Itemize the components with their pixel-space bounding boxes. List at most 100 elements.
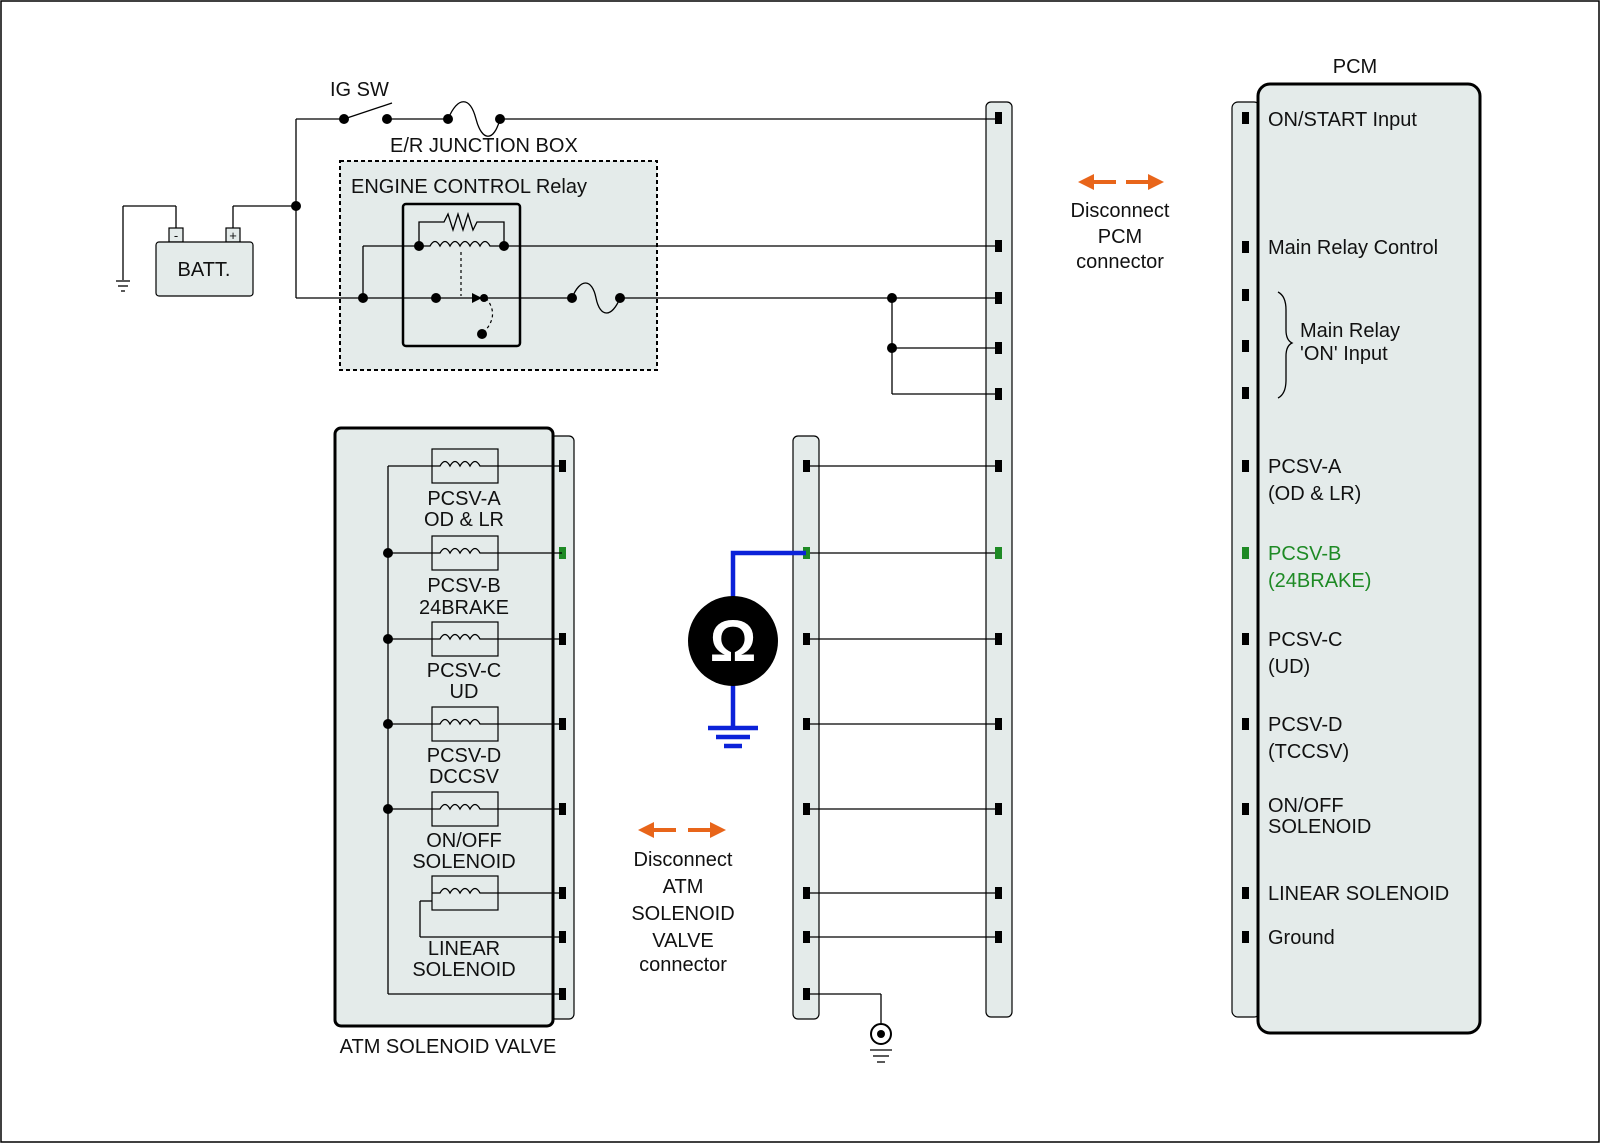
junction-box bbox=[339, 160, 658, 371]
harness-pin bbox=[995, 342, 1002, 354]
disconnect-atm-label-2: ATM bbox=[663, 876, 704, 898]
pcm-pin bbox=[1242, 387, 1249, 399]
atm-pin bbox=[559, 460, 566, 472]
atm-pin bbox=[559, 633, 566, 645]
harness-pin-highlighted bbox=[995, 547, 1002, 559]
solenoid-label-line1: LINEAR bbox=[428, 938, 500, 960]
pcm-label-pcsv-a-2: (OD & LR) bbox=[1268, 483, 1361, 505]
atm-pin bbox=[559, 718, 566, 730]
pcm-label-pcsv-b-1: PCSV-B bbox=[1268, 543, 1341, 565]
disconnect-pcm-label-3: connector bbox=[1076, 251, 1164, 273]
ohmmeter-icon bbox=[688, 596, 778, 686]
pcm-connector-strip bbox=[1231, 101, 1261, 1018]
disconnect-pcm-label-2: PCM bbox=[1098, 226, 1142, 248]
solenoid-label-line2: 24BRAKE bbox=[419, 597, 509, 619]
solenoid-coils: PCSV-AOD & LRPCSV-B24BRAKEPCSV-CUDPCSV-D… bbox=[383, 448, 562, 981]
pcm-pin bbox=[1242, 887, 1249, 899]
junction-node bbox=[887, 293, 897, 303]
harness-pin bbox=[803, 931, 810, 943]
fuse-icon bbox=[571, 282, 621, 314]
junction-node bbox=[383, 719, 393, 729]
pcm-harness-pins bbox=[995, 112, 1002, 943]
pcm-pin bbox=[1242, 289, 1249, 301]
harness-pin bbox=[995, 887, 1002, 899]
pcm-pins bbox=[1242, 112, 1249, 943]
harness-pin bbox=[995, 240, 1002, 252]
pcm-pin bbox=[1242, 718, 1249, 730]
harness-pin bbox=[803, 887, 810, 899]
solenoid-label-line2: DCCSV bbox=[429, 766, 500, 788]
meter-lead-positive bbox=[730, 550, 806, 602]
pcm-label-onoff-1: ON/OFF bbox=[1268, 795, 1344, 817]
relay-label: ENGINE CONTROL Relay bbox=[351, 176, 587, 198]
harness-pin bbox=[995, 112, 1002, 124]
battery: - + BATT. bbox=[116, 205, 254, 297]
harness-pin bbox=[995, 292, 1002, 304]
harness-pin bbox=[803, 633, 810, 645]
coil-icon bbox=[432, 803, 498, 811]
harness-wires bbox=[806, 465, 998, 1024]
solenoid-label-line1: PCSV-C bbox=[427, 660, 501, 682]
disconnect-atm-arrows bbox=[638, 822, 726, 838]
relay-switch-node bbox=[477, 329, 487, 339]
pcm-pin-highlighted bbox=[1242, 547, 1249, 559]
ohmmeter-symbol: Ω bbox=[710, 609, 757, 674]
pcm-label-pcsv-c-1: PCSV-C bbox=[1268, 629, 1342, 651]
disconnect-atm-label-4: VALVE bbox=[652, 930, 714, 952]
junction-box-label: E/R JUNCTION BOX bbox=[390, 135, 578, 157]
pcm-label-on-start: ON/START Input bbox=[1268, 109, 1417, 131]
coil-icon bbox=[432, 460, 498, 468]
pcm-label-main-relay-on-1: Main Relay bbox=[1300, 320, 1400, 342]
pcm-pin bbox=[1242, 803, 1249, 815]
pcm-pin bbox=[1242, 241, 1249, 253]
solenoid-label-line1: PCSV-D bbox=[427, 745, 501, 767]
coil-icon bbox=[432, 718, 498, 726]
pcm-pin bbox=[1242, 633, 1249, 645]
harness-pin bbox=[995, 388, 1002, 400]
harness-pin-highlighted bbox=[803, 547, 810, 559]
solenoid-label-line1: PCSV-B bbox=[427, 575, 500, 597]
solenoid-label-line2: SOLENOID bbox=[412, 959, 515, 981]
harness-pin bbox=[803, 988, 810, 1000]
harness-pin bbox=[995, 633, 1002, 645]
pcm-label-pcsv-d-1: PCSV-D bbox=[1268, 714, 1342, 736]
harness-pin bbox=[803, 803, 810, 815]
pcm-label-pcsv-d-2: (TCCSV) bbox=[1268, 741, 1349, 763]
pcm-module bbox=[1256, 82, 1482, 1035]
battery-label: BATT. bbox=[178, 259, 231, 281]
chassis-ground-icon bbox=[870, 1023, 892, 1063]
pcm-label-pcsv-b-2: (24BRAKE) bbox=[1268, 570, 1371, 592]
pcm-pin bbox=[1242, 112, 1249, 124]
disconnect-atm-label-5: connector bbox=[639, 954, 727, 976]
atm-pin bbox=[559, 931, 566, 943]
ig-switch-label: IG SW bbox=[330, 79, 389, 101]
battery-minus-sign: - bbox=[174, 228, 178, 243]
battery-body bbox=[155, 241, 254, 297]
disconnect-pcm-arrows bbox=[1078, 174, 1164, 190]
solenoid-label-line2: UD bbox=[450, 681, 479, 703]
relay-coil-icon bbox=[419, 240, 504, 248]
resistor-icon bbox=[418, 211, 505, 246]
ig-switch-blade bbox=[343, 102, 393, 120]
ground-icon bbox=[708, 725, 758, 749]
atm-pins bbox=[559, 460, 566, 1000]
battery-plus-sign: + bbox=[229, 228, 237, 243]
pcm-pin bbox=[1242, 460, 1249, 472]
harness-pin bbox=[995, 460, 1002, 472]
pcm-pin bbox=[1242, 931, 1249, 943]
disconnect-atm-label-3: SOLENOID bbox=[631, 903, 734, 925]
atm-harness-pins bbox=[803, 460, 810, 1000]
pcm-label-onoff-2: SOLENOID bbox=[1268, 816, 1371, 838]
solenoid-label-line2: OD & LR bbox=[424, 509, 504, 531]
disconnect-atm-label-1: Disconnect bbox=[634, 849, 733, 871]
pcm-label-main-relay-on-2: 'ON' Input bbox=[1300, 343, 1388, 365]
solenoid-label-line2: SOLENOID bbox=[412, 851, 515, 873]
junction-node bbox=[383, 634, 393, 644]
junction-node bbox=[383, 804, 393, 814]
relay-switch-node bbox=[358, 293, 368, 303]
harness-pin bbox=[803, 718, 810, 730]
pcm-pin bbox=[1242, 340, 1249, 352]
brace-icon bbox=[1277, 291, 1294, 399]
